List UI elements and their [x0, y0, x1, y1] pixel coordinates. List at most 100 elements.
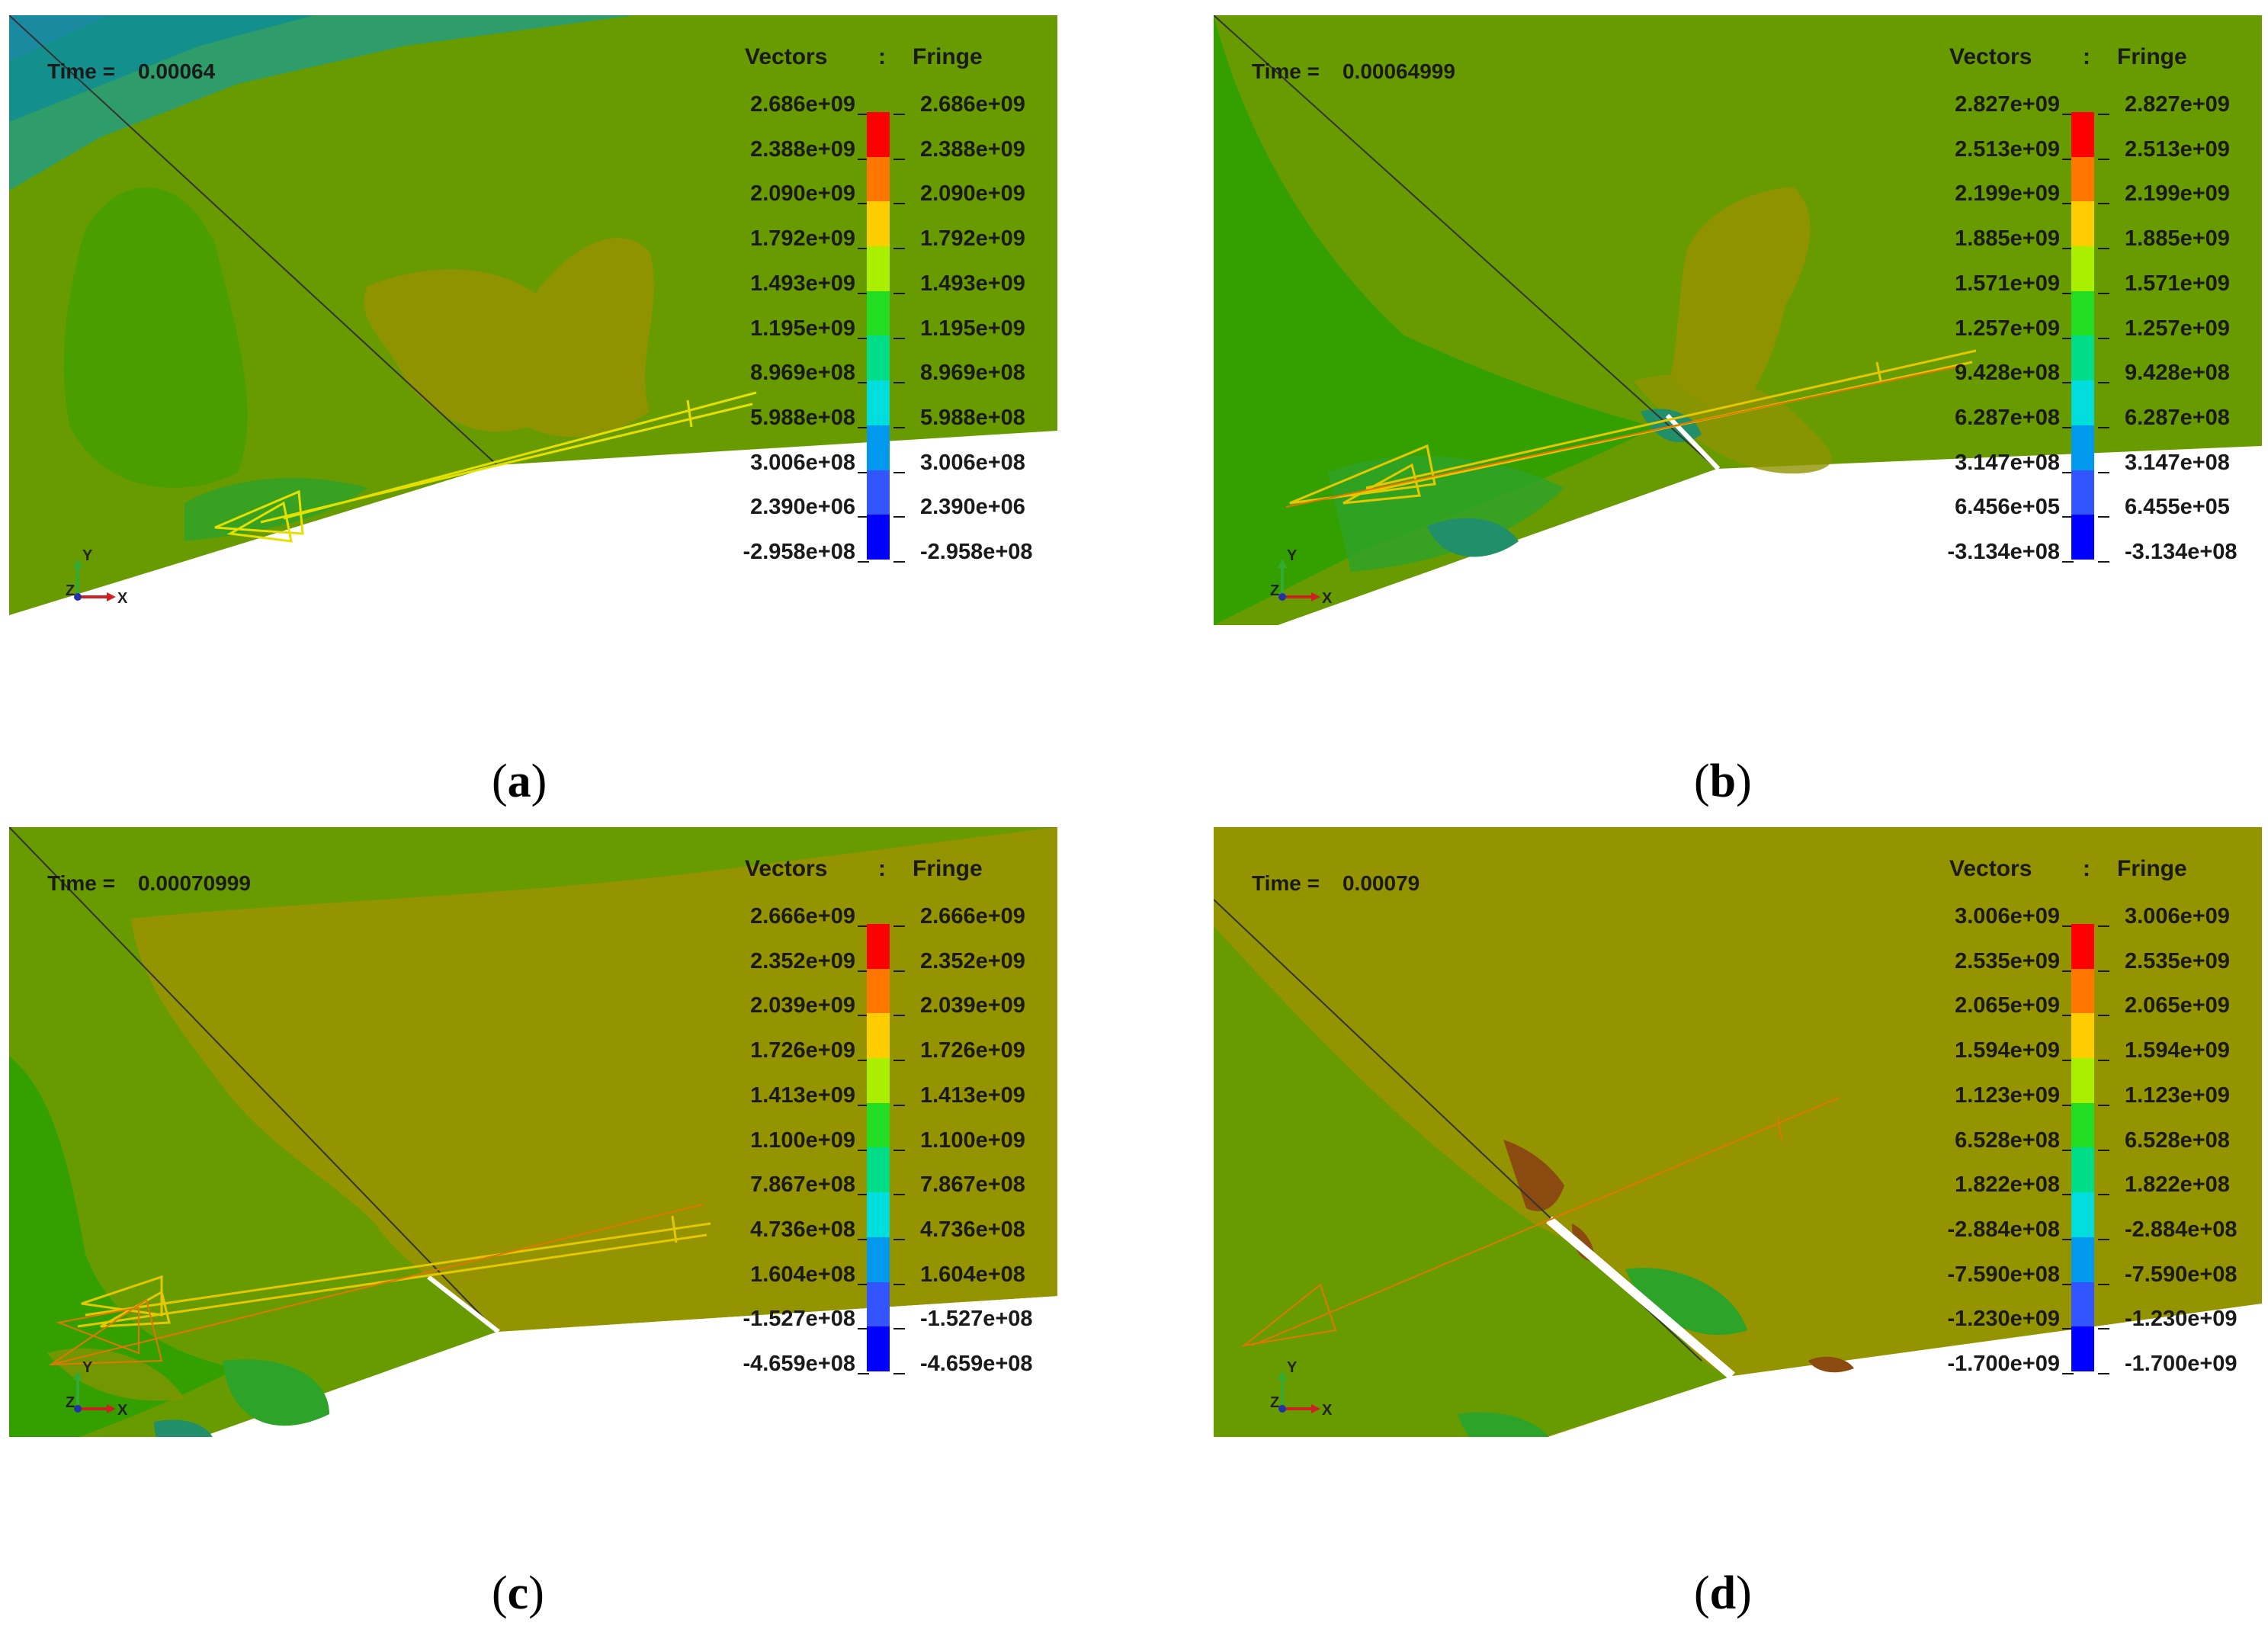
- legend-vector-value: 3.006e+09: [1955, 904, 2060, 929]
- legend-tick: [2062, 1283, 2074, 1285]
- legend-fringe-value: 1.493e+09: [920, 271, 1025, 296]
- color-scale-segment: [867, 515, 890, 560]
- svg-text:Y: Y: [1287, 547, 1298, 564]
- legend-tick: [893, 1104, 905, 1106]
- legend-fringe-value: -1.230e+09: [2125, 1307, 2238, 1332]
- legend-fringe-value: -1.700e+09: [2125, 1352, 2238, 1376]
- simulation-field: [1214, 15, 2262, 625]
- simulation-field: [9, 15, 1057, 615]
- axis-triad-icon: Y Z X: [66, 1359, 128, 1418]
- legend-tick: [2062, 1015, 2074, 1017]
- color-scale-segment: [2071, 246, 2094, 291]
- color-scale-segment: [867, 924, 890, 969]
- legend-fringe-value: 2.352e+09: [920, 948, 1025, 973]
- legend-vector-value: -1.527e+08: [743, 1307, 855, 1332]
- legend-fringe-value: -2.884e+08: [2125, 1217, 2238, 1242]
- legend-tick: [2062, 471, 2074, 473]
- legend-vector-value: 3.006e+08: [750, 450, 855, 475]
- legend-tick: [2098, 292, 2109, 294]
- svg-text:Y: Y: [1287, 1359, 1298, 1376]
- legend-tick: [2062, 516, 2074, 518]
- legend-vector-value: 6.287e+08: [1955, 405, 2060, 430]
- legend-vector-value: 2.686e+09: [750, 92, 855, 117]
- color-scale-segment: [867, 1192, 890, 1237]
- legend-vector-value: 9.428e+08: [1955, 361, 2060, 386]
- legend-tick: [2098, 426, 2109, 428]
- legend-fringe-value: 2.390e+06: [920, 495, 1025, 520]
- color-scale-segment: [2071, 924, 2094, 969]
- color-scale-segment: [2071, 1281, 2094, 1327]
- legend-tick: [2098, 1328, 2109, 1330]
- color-scale-segment: [867, 968, 890, 1014]
- legend-tick: [893, 203, 905, 205]
- color-scale-segment: [2071, 470, 2094, 515]
- legend-vector-value: 2.666e+09: [750, 904, 855, 929]
- legend-tick: [858, 248, 869, 250]
- legend-tick: [2098, 1238, 2109, 1240]
- caption-d: (d): [1694, 1567, 1752, 1619]
- legend-fringe-value: 7.867e+08: [920, 1172, 1025, 1198]
- legend-fringe-value: 2.827e+09: [2125, 92, 2230, 117]
- legend-fringe-value: 6.287e+08: [2125, 405, 2230, 430]
- legend-fringe-value: -1.527e+08: [920, 1307, 1033, 1332]
- legend-tick: [893, 1060, 905, 1062]
- legend-vector-value: 2.390e+06: [750, 495, 855, 520]
- legend-tick: [2062, 1104, 2074, 1106]
- color-scale-segment: [2071, 1192, 2094, 1237]
- legend-vector-value: 1.885e+09: [1955, 226, 2060, 252]
- legend-tick: [2098, 1149, 2109, 1151]
- legend-tick: [2098, 471, 2109, 473]
- color-scale-segment: [867, 1147, 890, 1193]
- axis-triad-icon: Y Z X: [66, 547, 128, 606]
- legend-fringe-value: 6.528e+08: [2125, 1127, 2230, 1153]
- legend-tick: [858, 426, 869, 428]
- legend-tick: [893, 1015, 905, 1017]
- color-scale-segment: [867, 425, 890, 470]
- legend-tick: [858, 382, 869, 384]
- legend-fringe-value: 2.090e+09: [920, 181, 1025, 207]
- legend-vector-value: 1.123e+09: [1955, 1083, 2060, 1108]
- legend-vector-value: 7.867e+08: [750, 1172, 855, 1198]
- color-scale-segment: [2071, 335, 2094, 381]
- color-scale-segment: [2071, 380, 2094, 425]
- legend-tick: [858, 925, 869, 927]
- legend-tick: [2062, 114, 2074, 115]
- legend-tick: [858, 337, 869, 339]
- legend-tick: [2062, 1373, 2074, 1374]
- legend-tick: [2062, 1238, 2074, 1240]
- legend-tick: [893, 516, 905, 518]
- color-scale-segment: [867, 112, 890, 157]
- color-scale-segment: [867, 1326, 890, 1371]
- legend-vector-value: -3.134e+08: [1947, 540, 2060, 564]
- legend-tick: [858, 561, 869, 563]
- legend-tick: [893, 1149, 905, 1151]
- legend-fringe-value: 1.885e+09: [2125, 226, 2230, 252]
- legend-vector-value: -4.659e+08: [743, 1352, 855, 1376]
- legend-tick: [2062, 1060, 2074, 1062]
- legend-vector-value: 1.100e+09: [750, 1127, 855, 1153]
- svg-text:Z: Z: [66, 582, 75, 599]
- legend-vector-value: 3.147e+08: [1955, 450, 2060, 475]
- color-scale-segment: [867, 1236, 890, 1282]
- legend-fringe-value: 2.065e+09: [2125, 993, 2230, 1018]
- legend-fringe-value: 5.988e+08: [920, 405, 1025, 430]
- legend-tick: [858, 1104, 869, 1106]
- legend-fringe-value: 6.455e+05: [2125, 495, 2230, 520]
- legend-fringe-value: 2.686e+09: [920, 92, 1025, 117]
- time-readout: Time =0.00079: [1252, 871, 1420, 895]
- legend-tick: [858, 471, 869, 473]
- legend-vector-value: 1.257e+09: [1955, 316, 2060, 341]
- legend-fringe-value: 3.006e+08: [920, 450, 1025, 475]
- color-scale-segment: [867, 1281, 890, 1327]
- legend-vector-value: -2.884e+08: [1947, 1217, 2060, 1242]
- color-scale-segment: [2071, 1102, 2094, 1148]
- legend-tick: [2098, 1194, 2109, 1196]
- legend-vector-value: -1.230e+09: [1947, 1307, 2060, 1332]
- color-scale-segment: [2071, 1013, 2094, 1059]
- svg-text:X: X: [1322, 1402, 1333, 1418]
- legend-fringe-value: 2.513e+09: [2125, 136, 2230, 162]
- legend-tick: [2062, 337, 2074, 339]
- color-scale-bar: [867, 112, 890, 560]
- legend-fringe-value: 2.666e+09: [920, 904, 1025, 929]
- legend-tick: [893, 1283, 905, 1285]
